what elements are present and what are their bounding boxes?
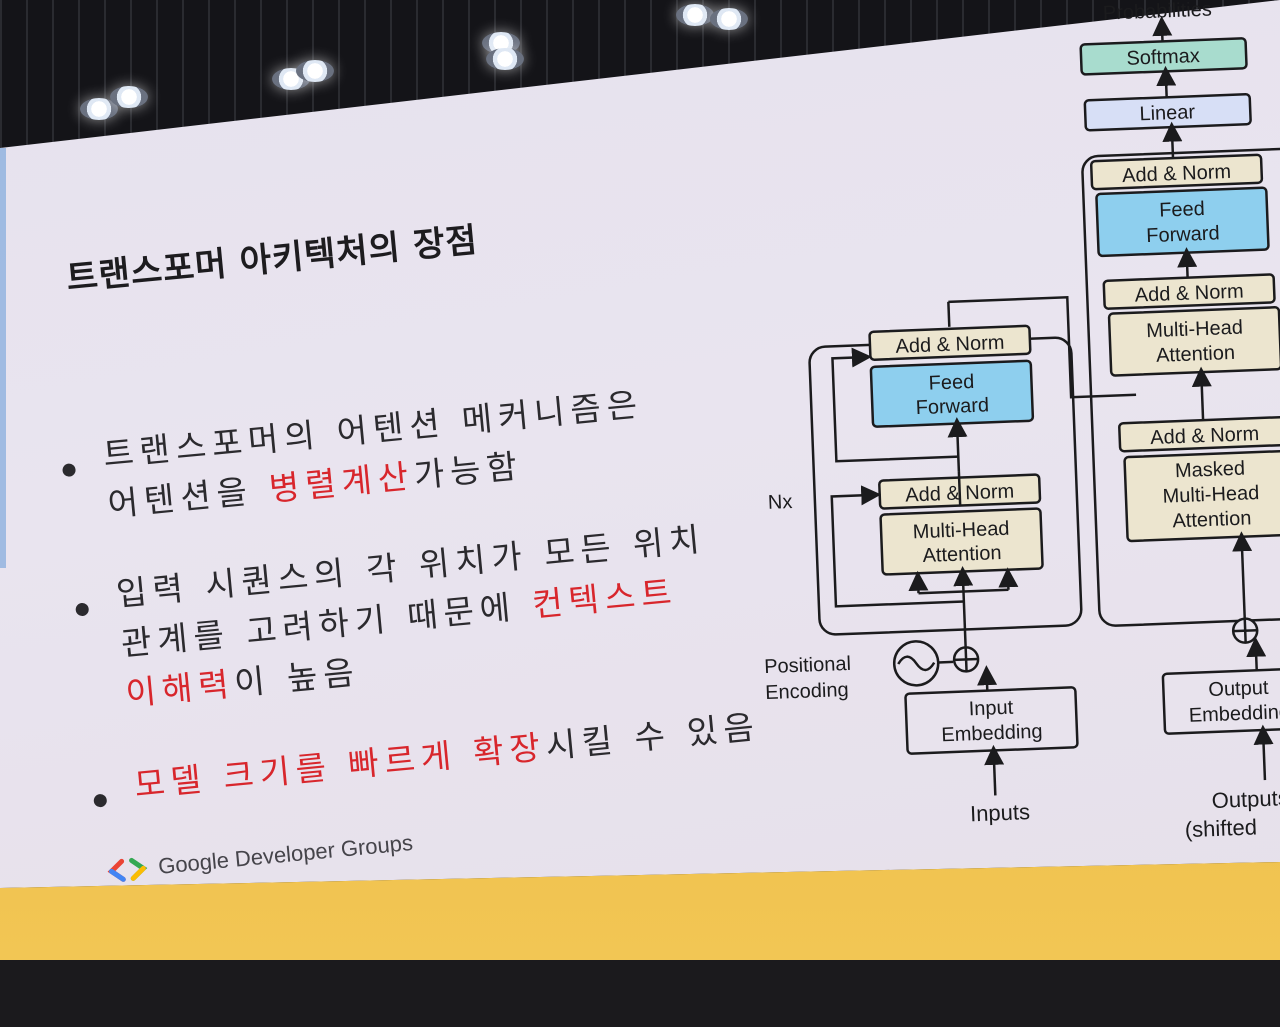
input-embedding-line-1: Input	[968, 697, 1014, 721]
outputs-line-2: (shifted	[1184, 814, 1257, 842]
nx-label: Nx	[768, 491, 793, 514]
masked-line-2: Multi-Head	[1162, 482, 1259, 508]
input-embedding-line-2: Embedding	[941, 721, 1043, 747]
encoder-add-norm-bottom-label: Add & Norm	[905, 480, 1015, 506]
softmax-label: Softmax	[1126, 45, 1200, 70]
decoder-add-norm-1-label: Add & Norm	[1122, 161, 1232, 187]
encoder-add-norm-top	[868, 324, 1032, 361]
decoder-ff-line-2: Forward	[1146, 222, 1220, 247]
stage-light	[80, 98, 118, 120]
outputs-line-1: Outputs	[1211, 785, 1280, 813]
slide-edge	[0, 148, 6, 568]
decoder-mha-line-1: Multi-Head	[1146, 317, 1243, 343]
output-embedding-line-2: Embedding	[1188, 701, 1280, 727]
decoder-add-norm-1	[1089, 153, 1264, 191]
transformer-diagram: Nx Add & Norm Feed Forward Add & Norm Mu…	[764, 0, 1280, 842]
encoder-ff-line-1: Feed	[928, 371, 974, 395]
decoder-ff-line-1: Feed	[1159, 198, 1205, 222]
stage-light	[110, 86, 148, 108]
gdg-logo: Google Developer Groups	[105, 830, 414, 885]
positional-encoding-line-2: Encoding	[765, 679, 849, 704]
decoder-masked-attention	[1123, 449, 1280, 543]
stage-light	[710, 8, 748, 30]
inputs-label: Inputs	[970, 799, 1031, 826]
output-embedding	[1161, 667, 1280, 735]
stage-light	[486, 48, 524, 70]
probabilities-label: Probabilities	[1103, 0, 1213, 25]
encoder-mha-line-1: Multi-Head	[912, 518, 1009, 544]
gdg-brackets-icon	[107, 857, 148, 882]
encoder-mha-line-2: Attention	[922, 542, 1002, 567]
decoder-mha-line-2: Attention	[1156, 342, 1236, 367]
linear-label: Linear	[1139, 101, 1196, 125]
decoder-block	[1081, 147, 1280, 627]
masked-line-1: Masked	[1175, 458, 1246, 483]
encoder-ff-line-2: Forward	[915, 394, 989, 419]
masked-line-3: Attention	[1172, 507, 1252, 532]
stage-light	[676, 4, 714, 26]
decoder-add-norm-2-label: Add & Norm	[1134, 281, 1244, 307]
output-embedding-line-1: Output	[1208, 677, 1269, 701]
stage-light	[296, 60, 334, 82]
positional-encoding-line-1: Positional	[764, 653, 851, 678]
decoder-add-norm-3-label: Add & Norm	[1150, 423, 1260, 449]
encoder-add-norm-top-label: Add & Norm	[895, 332, 1005, 358]
